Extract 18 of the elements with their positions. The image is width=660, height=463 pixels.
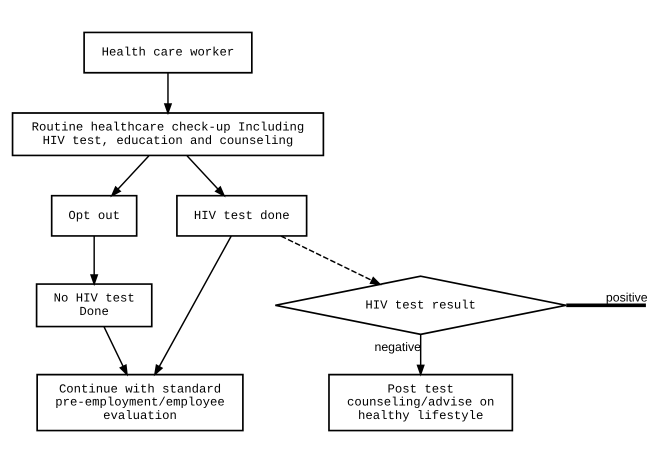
node-box: Health care worker [83, 32, 253, 74]
arrow [164, 72, 172, 116]
arrow [103, 326, 128, 376]
arrow [90, 236, 98, 286]
connector [566, 304, 646, 308]
node-box: Continue with standard pre-employment/employee evaluation [36, 374, 244, 432]
arrow [416, 334, 425, 377]
node-box: Opt out [50, 194, 138, 237]
node-box: No HIV test Done [36, 283, 153, 328]
node-box: HIV test done [176, 194, 308, 237]
arrow [280, 235, 382, 286]
node-box: Post test counseling/advise on healthy lifestyle [328, 374, 514, 432]
edge-label: negative [374, 340, 421, 354]
node-box: Routine healthcare check-up Including HIV test, education and counseling [12, 112, 324, 156]
arrow [110, 155, 150, 198]
arrow [154, 236, 232, 376]
edge-label: positive [606, 290, 648, 305]
arrow [186, 155, 226, 198]
